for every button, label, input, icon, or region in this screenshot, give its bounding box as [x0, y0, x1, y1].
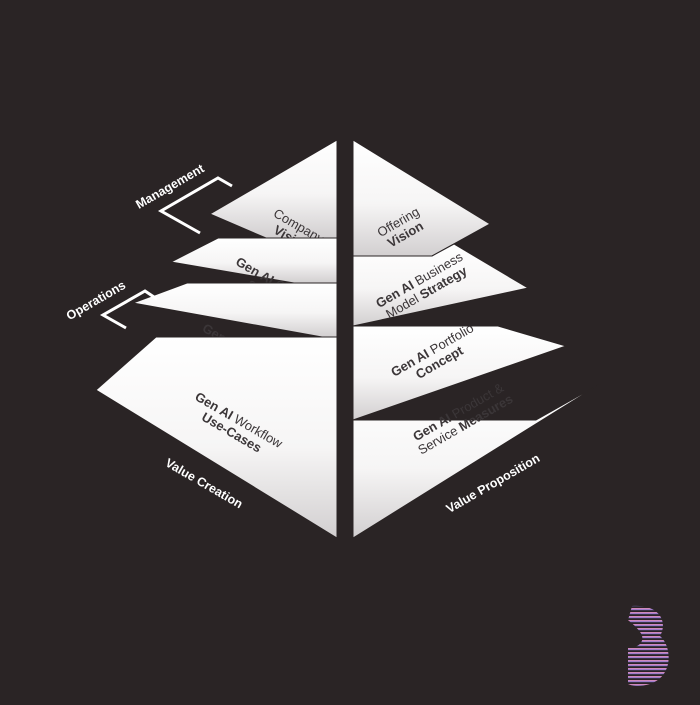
right-layer-shape	[352, 243, 529, 327]
left-layer-4: Gen AI WorkflowUse-Cases	[95, 336, 338, 539]
logo-stripe	[628, 628, 669, 631]
bracket-management: Management	[133, 161, 233, 235]
logo-stripe	[628, 656, 669, 659]
left-layer-shape	[132, 282, 338, 338]
brand-logo-icon	[620, 605, 680, 690]
logo-stripe	[628, 684, 669, 686]
logo-stripe	[628, 668, 669, 671]
right-layer-shape	[352, 139, 491, 257]
logo-stripe	[628, 616, 669, 619]
left-layer-shape	[209, 139, 338, 239]
left-layer-shape	[95, 336, 338, 539]
logo-stripe	[628, 612, 669, 615]
logo-stripe	[628, 624, 669, 627]
logo-stripe	[628, 660, 669, 663]
right-layer-shape	[352, 325, 567, 421]
logo-stripe	[628, 605, 669, 607]
logo-stripe	[620, 688, 680, 690]
logo-stripe	[628, 644, 669, 647]
left-pyramid: CompanyVisionGen AI Org & ITStrategyGen …	[95, 139, 338, 539]
logo-stripe	[628, 640, 669, 643]
logo-stripe	[628, 652, 669, 655]
logo-stripe	[628, 620, 669, 623]
logo-stripe	[628, 636, 669, 639]
logo-stripe	[628, 676, 669, 679]
right-layer-shape	[352, 383, 601, 539]
logo-stripe	[628, 608, 669, 611]
right-layer-1: OfferingVision	[352, 139, 491, 257]
logo-stripe	[628, 648, 669, 651]
logo-stripe	[628, 680, 669, 683]
bracket-label: Operations	[64, 278, 128, 323]
logo-stripe	[628, 664, 669, 667]
right-layer-2: Gen AI BusinessModel Strategy	[352, 243, 529, 327]
logo-stripe	[628, 632, 669, 635]
bracket-line	[157, 176, 233, 235]
right-layer-3: Gen AI PortfolioConcept	[352, 320, 567, 421]
right-layer-4: Gen AI Product &Service Measures	[352, 380, 601, 539]
bracket-line	[99, 289, 158, 330]
logo-stripe	[628, 672, 669, 675]
